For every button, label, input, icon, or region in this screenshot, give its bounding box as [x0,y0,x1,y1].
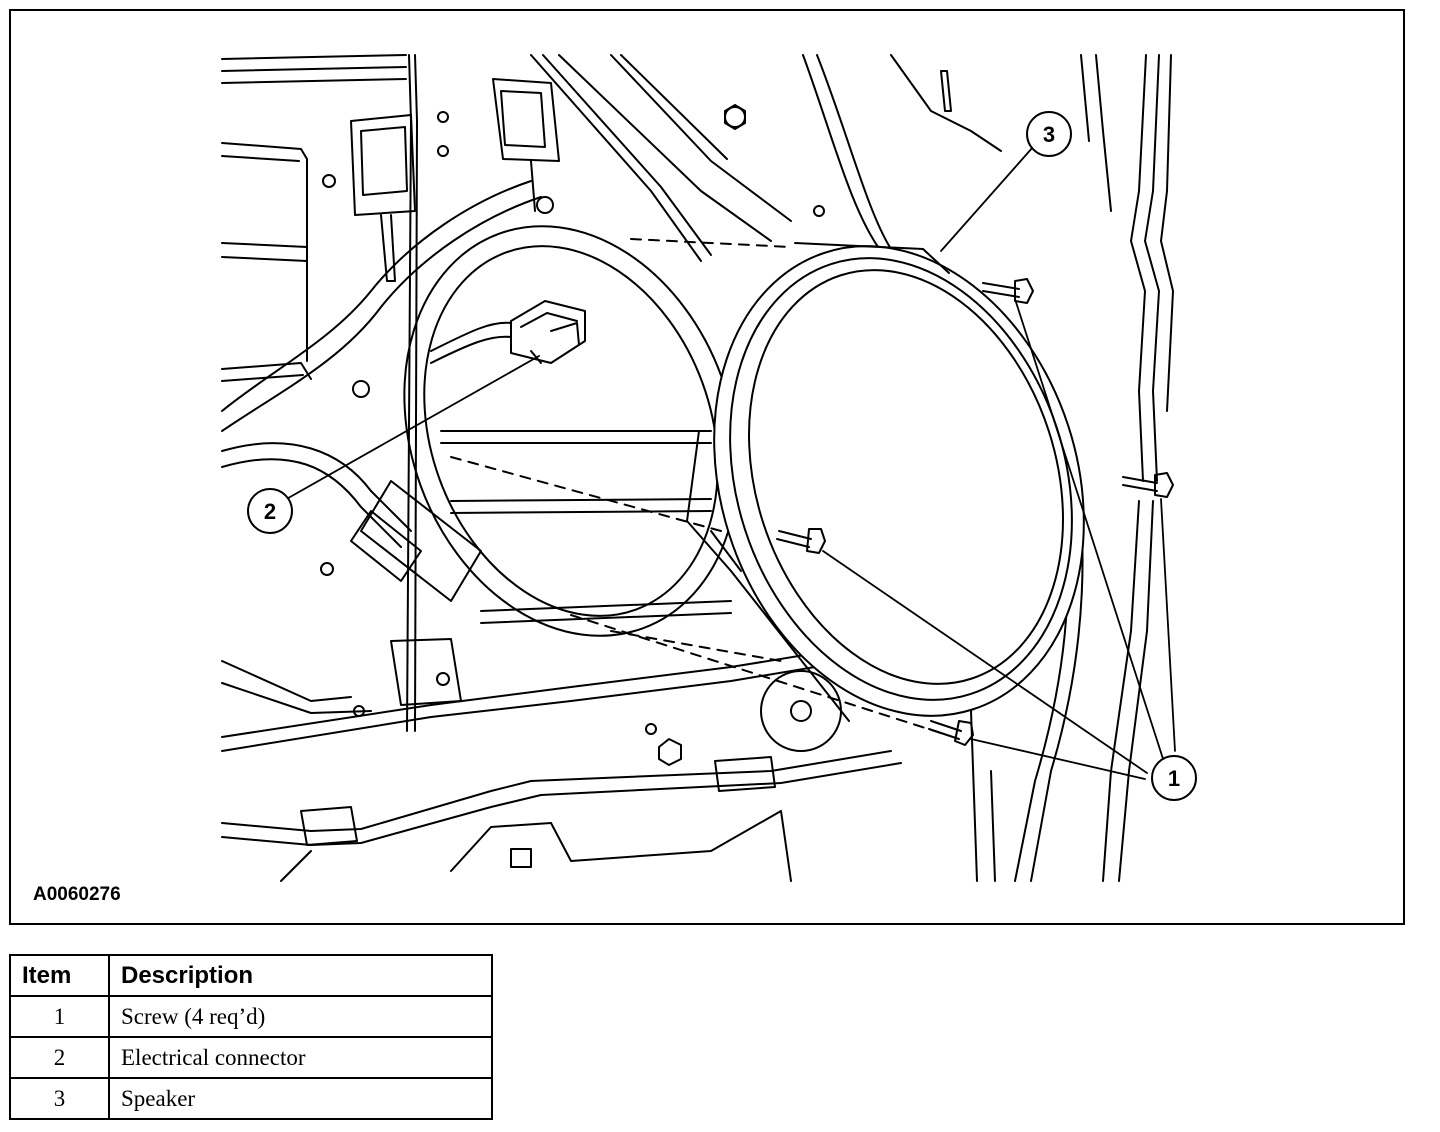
electrical-connector [430,300,586,364]
table-row: 2 Electrical connector [9,1036,493,1079]
callout-1-label: 1 [1168,766,1180,791]
callout-2-label: 2 [264,499,276,524]
legend-item-number: 3 [9,1077,110,1120]
legend-item-description: Electrical connector [108,1036,493,1079]
legend-header-description: Description [108,954,493,997]
figure-frame: 3 2 1 A0060276 [9,9,1405,925]
alignment-lines [450,238,942,734]
callout-3: 3 [1026,111,1072,157]
legend-header-row: Item Description [9,954,493,997]
legend-item-description: Screw (4 req’d) [108,995,493,1038]
door-inner-panel [221,54,1174,882]
callout-1: 1 [1151,755,1197,801]
legend-item-description: Speaker [108,1077,493,1120]
callout-3-label: 3 [1043,122,1055,147]
legend-item-number: 2 [9,1036,110,1079]
callout-2: 2 [247,488,293,534]
figure-id: A0060276 [33,884,121,905]
speaker-door-illustration: 3 2 1 [221,54,1197,882]
leader-lines [282,146,1176,780]
table-row: 1 Screw (4 req’d) [9,995,493,1038]
legend-item-number: 1 [9,995,110,1038]
screw-icon [776,278,1174,746]
legend-header-item: Item [9,954,110,997]
legend-table: Item Description 1 Screw (4 req’d) 2 Ele… [9,954,493,1120]
speaker [686,242,1085,722]
table-row: 3 Speaker [9,1077,493,1120]
